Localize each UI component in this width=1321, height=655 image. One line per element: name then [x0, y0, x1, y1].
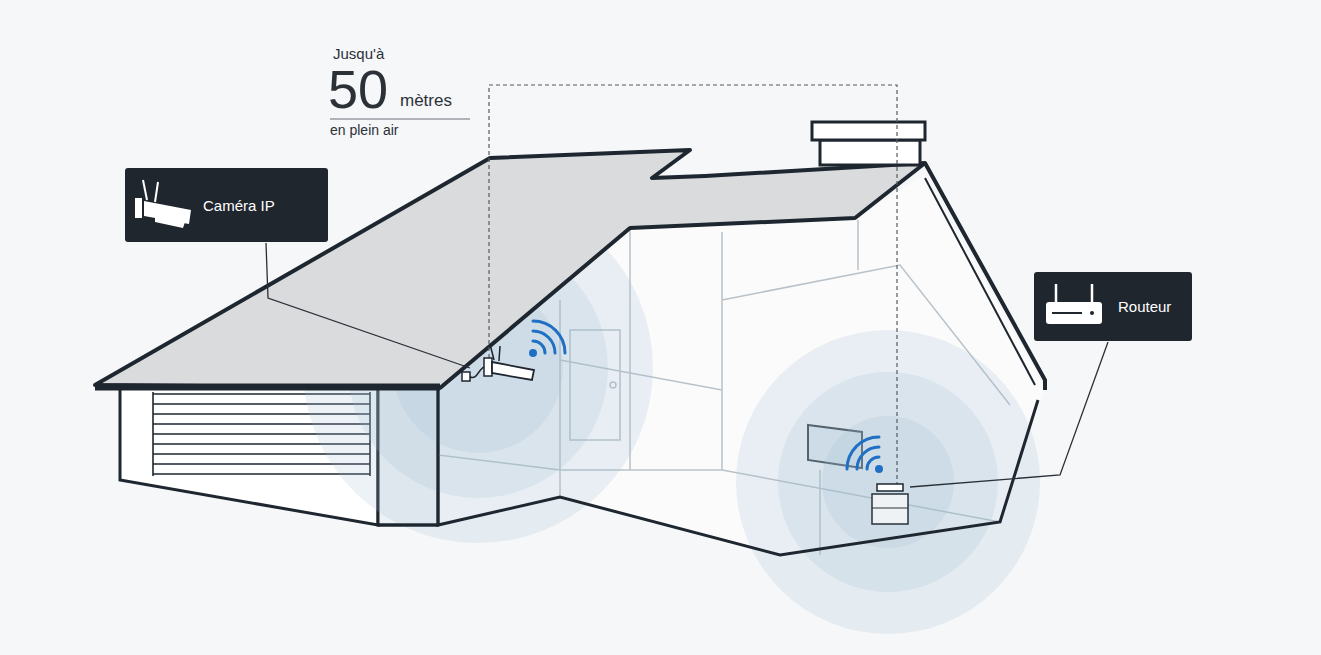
roof-edge [95, 384, 440, 391]
label-box: Routeur [1034, 272, 1192, 341]
dimension-label: en plein air [330, 123, 399, 138]
chimney [812, 122, 925, 165]
dimension-label: Jusqu'à [333, 46, 384, 63]
router-icon [1034, 272, 1114, 341]
box-label: Caméra IP [203, 197, 275, 214]
leader-line [910, 342, 1108, 487]
router-device [872, 484, 908, 524]
wifi-symbol [529, 321, 883, 473]
leader-line [266, 243, 470, 368]
roof [95, 150, 925, 388]
dimension-label: 50 [328, 62, 388, 116]
dimension-line [489, 85, 897, 485]
camera-device [462, 344, 534, 381]
dimension-label: mètres [400, 92, 452, 111]
box-label: Routeur [1118, 298, 1171, 315]
house-outline [378, 163, 1045, 555]
label-box: Caméra IP [125, 168, 328, 242]
dimension-underline [330, 118, 470, 119]
camera-icon [125, 168, 205, 242]
